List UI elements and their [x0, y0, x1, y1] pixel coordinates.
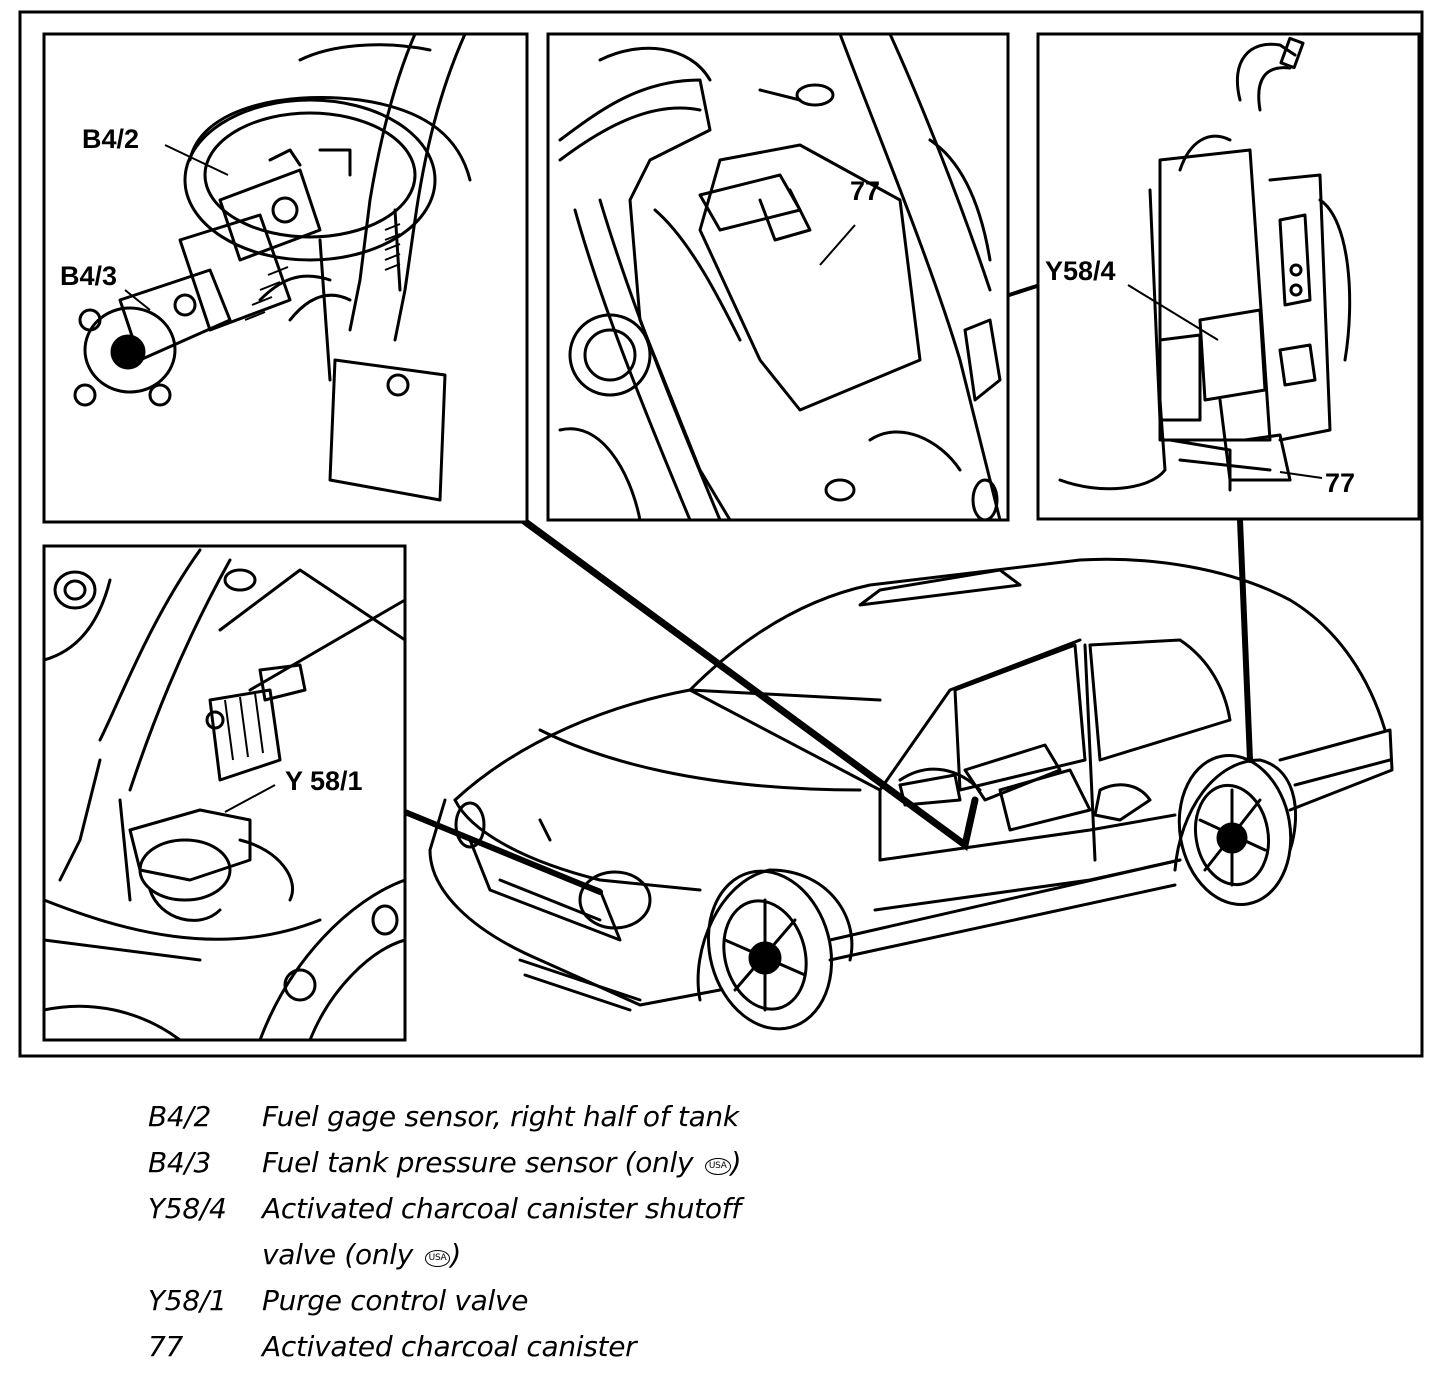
- legend-code: Y58/1: [148, 1284, 227, 1317]
- legend: B4/2 Fuel gage sensor, right half of tank…: [148, 1100, 1048, 1376]
- panel-purge-valve: Y 58/1: [42, 544, 407, 1042]
- legend-code: B4/2: [148, 1100, 212, 1133]
- leader-y58-1-to-car: [402, 809, 603, 895]
- car-illustration: [428, 557, 1394, 1031]
- legend-row: B4/3 Fuel tank pressure sensor (only USA): [148, 1146, 1048, 1192]
- component-location-figure: B4/2 B4/3 77: [18, 10, 1424, 1058]
- legend-description: Activated charcoal canister: [262, 1330, 1048, 1363]
- legend-description-close: ): [450, 1238, 462, 1271]
- leader-b4-to-car: [516, 514, 979, 851]
- callout-77-shutoff: 77: [1325, 468, 1355, 498]
- legend-code: 77: [148, 1330, 184, 1363]
- usa-icon: USA: [424, 1250, 451, 1267]
- legend-description-text: Purge control valve: [262, 1284, 529, 1317]
- legend-description-text: Activated charcoal canister: [262, 1330, 637, 1363]
- legend-row: valve (only USA): [148, 1238, 1048, 1284]
- legend-description: Fuel tank pressure sensor (only USA): [262, 1146, 1048, 1179]
- legend-row: B4/2 Fuel gage sensor, right half of tank: [148, 1100, 1048, 1146]
- panel-fuel-sensors: B4/2 B4/3: [42, 32, 529, 524]
- legend-row: 77 Activated charcoal canister: [148, 1330, 1048, 1376]
- callout-y58-4: Y58/4: [1045, 256, 1116, 286]
- panel-shutoff-valve: Y58/4 77: [1036, 32, 1421, 521]
- callout-77-canister: 77: [850, 176, 880, 206]
- usa-icon: USA: [704, 1158, 731, 1175]
- figure-frame: [18, 10, 1424, 1058]
- legend-row: Y58/1 Purge control valve: [148, 1284, 1048, 1330]
- legend-description-close: ): [730, 1146, 742, 1179]
- legend-description-text: Activated charcoal canister shutoff: [262, 1192, 741, 1225]
- callout-b4-3: B4/3: [60, 261, 117, 291]
- legend-code: Y58/4: [148, 1192, 227, 1225]
- callout-b4-2: B4/2: [82, 124, 139, 154]
- legend-description: Activated charcoal canister shutoff: [262, 1192, 1048, 1225]
- callout-y58-1: Y 58/1: [285, 766, 363, 796]
- legend-description: Purge control valve: [262, 1284, 1048, 1317]
- legend-description: valve (only USA): [262, 1238, 1048, 1271]
- leader-y58-4-to-car: [1237, 517, 1253, 763]
- legend-description: Fuel gage sensor, right half of tank: [262, 1100, 1048, 1133]
- legend-code: B4/3: [148, 1146, 212, 1179]
- panel-charcoal-canister: 77: [546, 32, 1010, 522]
- legend-description-text: Fuel tank pressure sensor (only: [262, 1146, 702, 1179]
- legend-description-text: valve (only: [262, 1238, 422, 1271]
- legend-row: Y58/4 Activated charcoal canister shutoff: [148, 1192, 1048, 1238]
- legend-description-text: Fuel gage sensor, right half of tank: [262, 1100, 739, 1133]
